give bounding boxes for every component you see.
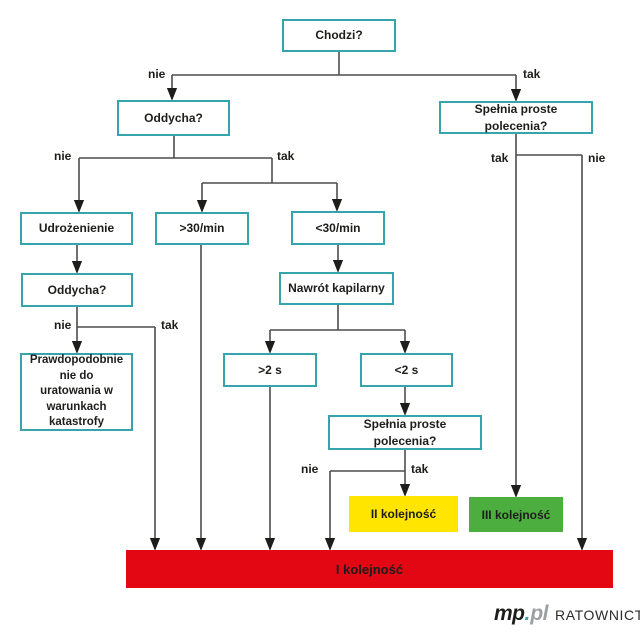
node-resp-rate-under-30: <30/min — [291, 211, 385, 245]
edge-label-yes: tak — [411, 462, 429, 476]
node-probably-unsalvageable: Prawdopodobnie nie do uratowania w warun… — [20, 353, 133, 431]
node-resp-rate-over-30: >30/min — [155, 212, 249, 245]
edge-label-no: nie — [54, 318, 72, 332]
edge-label-no: nie — [148, 67, 166, 81]
edge-label-no: nie — [588, 151, 606, 165]
priority-2-yellow-box: II kolejność — [349, 496, 458, 532]
node-follows-commands-lower: Spełnia proste polecenia? — [328, 415, 482, 450]
logo-pl-text: pl — [530, 602, 549, 625]
edge-label-yes: tak — [277, 149, 295, 163]
node-follows-commands-right: Spełnia proste polecenia? — [439, 101, 593, 134]
node-capillary-refill: Nawrót kapilarny — [279, 272, 394, 305]
logo-dot: . — [524, 602, 531, 625]
edge-label-yes: tak — [523, 67, 541, 81]
node-open-airway: Udrożenienie — [20, 212, 133, 245]
logo-brand-text: RATOWNICTWO — [555, 607, 640, 623]
node-breathing-question-1: Oddycha? — [117, 100, 230, 136]
priority-1-red-bar: I kolejność — [126, 550, 613, 588]
logo-mp-text: mp — [494, 602, 525, 625]
node-breathing-question-2: Oddycha? — [21, 273, 133, 307]
priority-3-green-box: III kolejność — [469, 497, 563, 532]
node-refill-under-2s: <2 s — [360, 353, 453, 387]
node-refill-over-2s: >2 s — [223, 353, 317, 387]
edge-label-no: nie — [54, 149, 72, 163]
edge-label-yes: tak — [491, 151, 509, 165]
edge-label-no: nie — [301, 462, 319, 476]
edge-label-yes: tak — [161, 318, 179, 332]
node-walks-question: Chodzi? — [282, 19, 396, 52]
mp-pl-ratownictwo-logo: mp.pl RATOWNICTWO — [494, 602, 640, 630]
